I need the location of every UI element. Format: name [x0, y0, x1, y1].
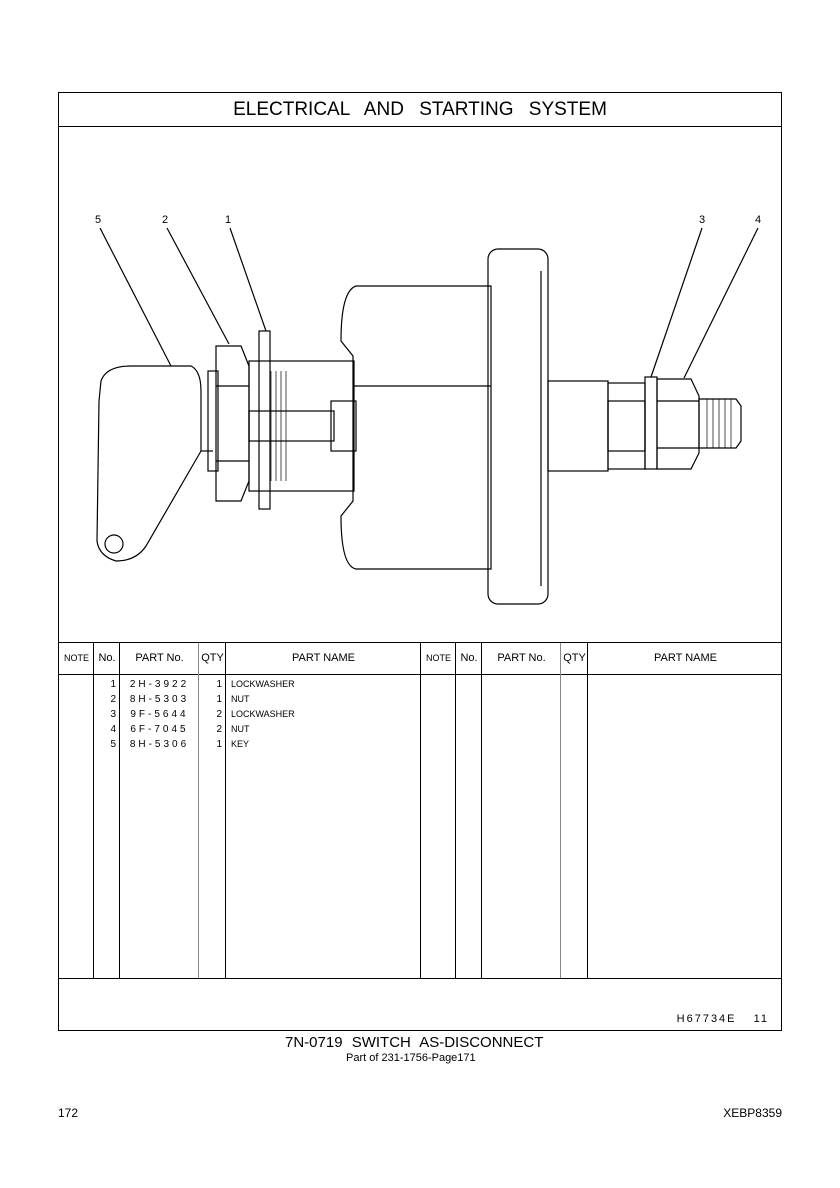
leader-line: [650, 227, 703, 378]
assembly-subcaption: Part of 231-1756-Page171: [346, 1052, 476, 1064]
row-number: 2: [110, 694, 116, 705]
callout-2: 2: [162, 214, 168, 226]
assembly-caption: 7N-0719 SWITCH AS-DISCONNECT: [285, 1034, 544, 1051]
header-part-no: PART No.: [135, 652, 184, 664]
row-part-number: 2H-3922: [129, 679, 190, 690]
section-title: ELECTRICAL AND STARTING SYSTEM: [59, 93, 781, 127]
callout-5: 5: [95, 214, 101, 226]
row-part-name: KEY: [231, 739, 250, 749]
row-part-number: 6F-7045: [130, 724, 189, 735]
row-number: 1: [110, 679, 116, 690]
row-qty: 1: [216, 694, 222, 705]
row-part-number: 8H-5306: [129, 739, 190, 750]
leader-line: [99, 227, 172, 367]
parts-frame: ELECTRICAL AND STARTING SYSTEM 5 2 1 3 4: [58, 92, 782, 1031]
header-no: No.: [98, 652, 116, 664]
leader-line: [683, 227, 759, 379]
key-part: [96, 365, 202, 562]
row-part-number: 9F-5644: [130, 709, 189, 720]
row-part-name: NUT: [231, 724, 250, 734]
lockwasher-part: [258, 330, 271, 510]
row-qty: 1: [216, 739, 222, 750]
nut-part: [656, 378, 700, 470]
row-part-name: NUT: [231, 694, 250, 704]
switch-body: [340, 285, 492, 570]
switch-flange: [487, 248, 549, 605]
header-no: No.: [460, 652, 478, 664]
header-qty: QTY: [563, 652, 586, 664]
header-note: NOTE: [63, 653, 89, 663]
document-id: XEBP8359: [723, 1106, 782, 1120]
leader-line: [166, 227, 230, 345]
parts-table: NOTE No. PART No. QTY PART NAME NOTE No.…: [59, 642, 781, 979]
callout-4: 4: [755, 214, 761, 226]
lockwasher-part: [644, 376, 658, 470]
header-part-no: PART No.: [497, 652, 546, 664]
row-part-number: 8H-5303: [129, 694, 190, 705]
key-hole: [104, 534, 124, 554]
callout-3: 3: [699, 214, 705, 226]
header-part-name: PART NAME: [292, 652, 355, 664]
header-part-name: PART NAME: [654, 652, 717, 664]
page-number: 172: [58, 1106, 79, 1120]
nut-part: [215, 345, 250, 502]
header-qty: QTY: [201, 652, 224, 664]
illustration-code: H67734E 11: [676, 1013, 769, 1025]
row-part-name: LOCKWASHER: [231, 709, 295, 719]
header-note: NOTE: [425, 653, 451, 663]
row-qty: 1: [216, 679, 222, 690]
callout-1: 1: [225, 214, 231, 226]
leader-line: [229, 227, 267, 332]
row-number: 5: [110, 739, 116, 750]
switch-illustration: 5 2 1 3 4: [95, 214, 761, 605]
row-number: 4: [110, 724, 116, 735]
row-qty: 2: [216, 724, 222, 735]
row-qty: 2: [216, 709, 222, 720]
row-part-name: LOCKWASHER: [231, 679, 295, 689]
row-number: 3: [110, 709, 116, 720]
